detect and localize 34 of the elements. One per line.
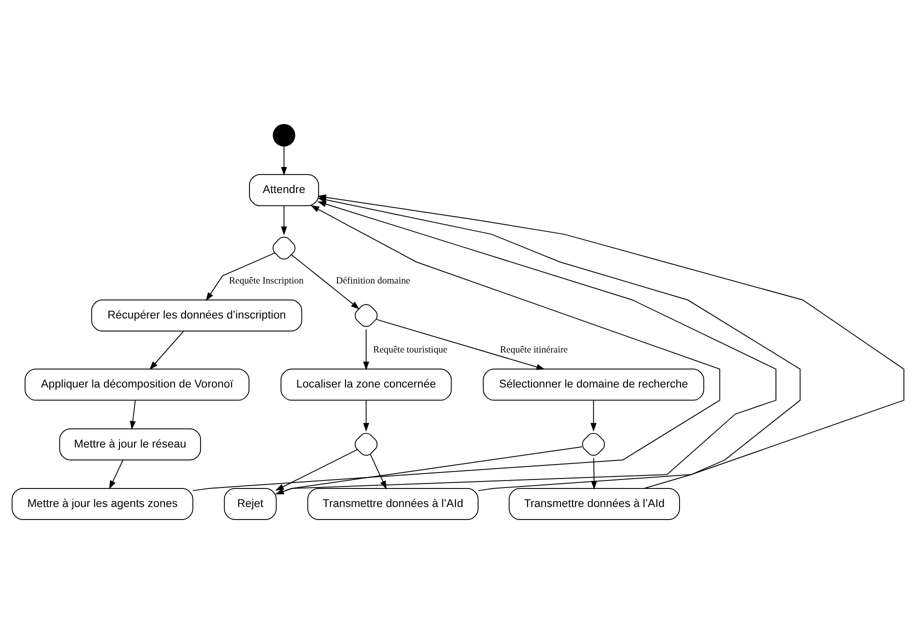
arrow: [149, 330, 184, 370]
arrow: [130, 400, 136, 430]
node-box: Sélectionner le domaine de recherche: [482, 368, 704, 400]
arrow: [276, 200, 776, 494]
node-box: Rejet: [224, 487, 277, 520]
arrow: [206, 252, 276, 301]
node-box: Attendre: [249, 174, 320, 206]
node-diamond: [582, 432, 605, 456]
node-diamond: [272, 236, 296, 259]
arrow: [590, 400, 597, 432]
node-box: Mettre à jour les agents zones: [12, 487, 194, 520]
node-diamond: [354, 304, 378, 326]
node-circle: [272, 124, 296, 146]
node-box: Mettre à jour le réseau: [59, 428, 202, 460]
arrow: [275, 446, 582, 494]
edge-label: Définition domaine: [336, 276, 410, 286]
arrow: [370, 453, 387, 489]
arrow: [280, 204, 288, 235]
node-box: Localiser la zone concernée: [280, 368, 452, 400]
node-diamond: [354, 432, 378, 456]
edge-label: Requête itinéraire: [500, 345, 568, 356]
arrow: [109, 459, 124, 489]
arrow: [363, 328, 370, 370]
arrow: [291, 254, 360, 309]
node-box: Récupérer les données d’inscription: [91, 299, 302, 331]
arrow: [275, 448, 358, 490]
arrow: [363, 400, 370, 432]
node-box: Transmettre données à l’AId: [508, 487, 680, 520]
node-box: Transmettre données à l’AId: [307, 487, 479, 520]
arrow: [376, 318, 546, 370]
node-box: Appliquer la décomposition de Voronoï: [24, 368, 250, 400]
arrow: [280, 145, 288, 176]
edge-label: Requête touristique: [373, 345, 448, 356]
edge-label: Requête Inscription: [228, 276, 304, 286]
